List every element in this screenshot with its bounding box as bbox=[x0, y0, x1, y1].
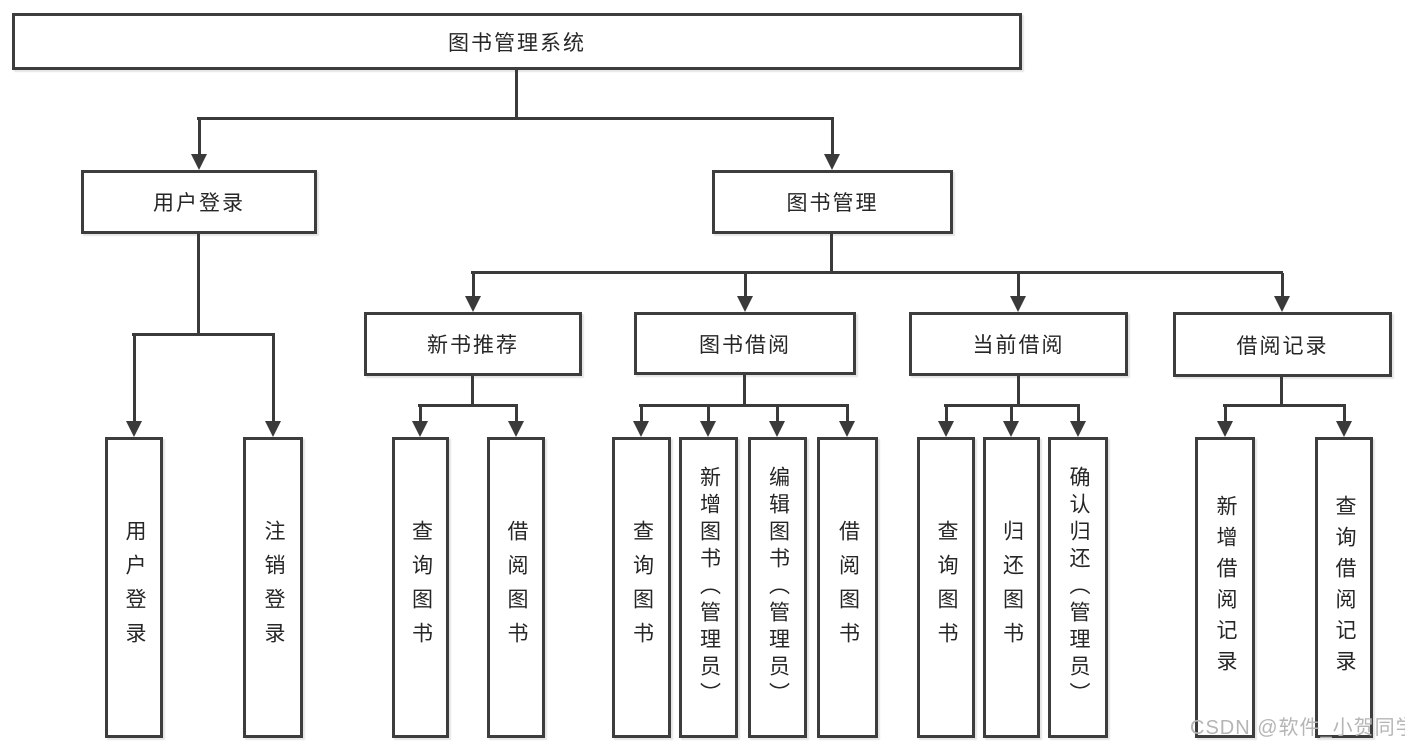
arrow-down-icon bbox=[265, 335, 281, 437]
arrow-down-icon bbox=[1010, 273, 1026, 312]
node-borrow-records: 借阅记录 bbox=[1173, 312, 1392, 377]
node-label: 图书借阅 bbox=[699, 333, 791, 357]
arrow-down-icon bbox=[633, 406, 649, 437]
leaf-edit-books-admin: 编辑图书（管理员） bbox=[748, 437, 807, 738]
arrow-down-icon bbox=[839, 406, 855, 437]
connector-book-borrow-bar bbox=[639, 404, 849, 407]
node-label: 用户登录 bbox=[153, 192, 245, 215]
arrow-down-icon bbox=[1274, 273, 1290, 312]
arrow-down-icon bbox=[769, 406, 785, 437]
node-book-borrow: 图书借阅 bbox=[634, 312, 856, 375]
arrow-down-icon bbox=[824, 118, 840, 170]
leaf-label: 新增图书（管理员） bbox=[697, 466, 721, 709]
arrow-down-icon bbox=[1217, 406, 1233, 437]
connector-root-bar bbox=[197, 117, 834, 120]
leaf-label: 归还图书 bbox=[1000, 519, 1024, 656]
leaf-label: 查询借阅记录 bbox=[1333, 494, 1356, 681]
node-label: 图书管理系统 bbox=[448, 31, 586, 55]
connector-user-login-stem bbox=[197, 234, 200, 336]
connector-new-book-bar bbox=[418, 404, 518, 407]
leaf-return-books: 归还图书 bbox=[983, 437, 1040, 738]
connector-current-borrow-bar bbox=[944, 404, 1080, 407]
leaf-borrow-books: 借阅图书 bbox=[817, 437, 878, 738]
connector-new-book-stem bbox=[471, 376, 474, 407]
connector-book-mgmt-bar bbox=[471, 271, 1283, 274]
connector-root-stem bbox=[515, 70, 518, 119]
connector-borrow-records-bar bbox=[1223, 404, 1346, 407]
leaf-add-books-admin: 新增图书（管理员） bbox=[679, 437, 738, 738]
arrow-down-icon bbox=[508, 406, 524, 437]
node-book-management: 图书管理 bbox=[712, 170, 953, 234]
leaf-query-books-recommend: 查询图书 bbox=[392, 437, 449, 738]
connector-current-borrow-stem bbox=[1017, 376, 1020, 407]
leaf-label: 借阅图书 bbox=[505, 519, 528, 656]
arrow-down-icon bbox=[126, 335, 142, 437]
node-new-book-recommend: 新书推荐 bbox=[364, 312, 582, 376]
node-label: 图书管理 bbox=[786, 192, 879, 215]
leaf-label: 新增借阅记录 bbox=[1214, 494, 1237, 681]
connector-book-borrow-stem bbox=[743, 375, 746, 407]
node-label: 借阅记录 bbox=[1236, 334, 1329, 358]
leaf-label: 查询图书 bbox=[409, 519, 433, 656]
arrow-down-icon bbox=[1336, 406, 1352, 437]
leaf-confirm-return-admin: 确认归还（管理员） bbox=[1048, 437, 1108, 738]
leaf-borrow-books-recommend: 借阅图书 bbox=[487, 437, 545, 738]
arrow-down-icon bbox=[700, 406, 716, 437]
leaf-label: 查询图书 bbox=[630, 519, 654, 656]
node-label: 当前借阅 bbox=[972, 334, 1065, 357]
leaf-label: 确认归还（管理员） bbox=[1067, 466, 1090, 709]
node-library-management-system: 图书管理系统 bbox=[12, 13, 1022, 70]
leaf-label: 注销登录 bbox=[262, 519, 285, 656]
leaf-query-books-borrow: 查询图书 bbox=[612, 437, 671, 738]
leaf-label: 用户登录 bbox=[123, 519, 146, 656]
arrow-down-icon bbox=[191, 118, 207, 170]
leaf-label: 编辑图书（管理员） bbox=[766, 466, 790, 709]
leaf-query-books-current: 查询图书 bbox=[917, 437, 975, 738]
node-current-borrow: 当前借阅 bbox=[909, 312, 1128, 376]
arrow-down-icon bbox=[1070, 406, 1086, 437]
leaf-query-borrow-record: 查询借阅记录 bbox=[1315, 437, 1373, 738]
connector-borrow-records-stem bbox=[1280, 377, 1283, 407]
leaf-user-login: 用户登录 bbox=[105, 437, 163, 738]
arrow-down-icon bbox=[737, 273, 753, 312]
leaf-logout: 注销登录 bbox=[243, 437, 303, 738]
node-user-login: 用户登录 bbox=[81, 170, 317, 234]
node-label: 新书推荐 bbox=[427, 334, 519, 357]
arrow-down-icon bbox=[938, 406, 954, 437]
connector-book-mgmt-stem bbox=[830, 234, 833, 274]
arrow-down-icon bbox=[465, 273, 481, 312]
leaf-label: 借阅图书 bbox=[836, 519, 860, 656]
connector-user-login-bar bbox=[132, 333, 275, 336]
arrow-down-icon bbox=[1003, 406, 1019, 437]
leaf-label: 查询图书 bbox=[935, 519, 958, 656]
leaf-add-borrow-record: 新增借阅记录 bbox=[1195, 437, 1255, 738]
csdn-watermark: CSDN @软件_小贺同学 bbox=[1190, 717, 1405, 739]
arrow-down-icon bbox=[412, 406, 428, 437]
